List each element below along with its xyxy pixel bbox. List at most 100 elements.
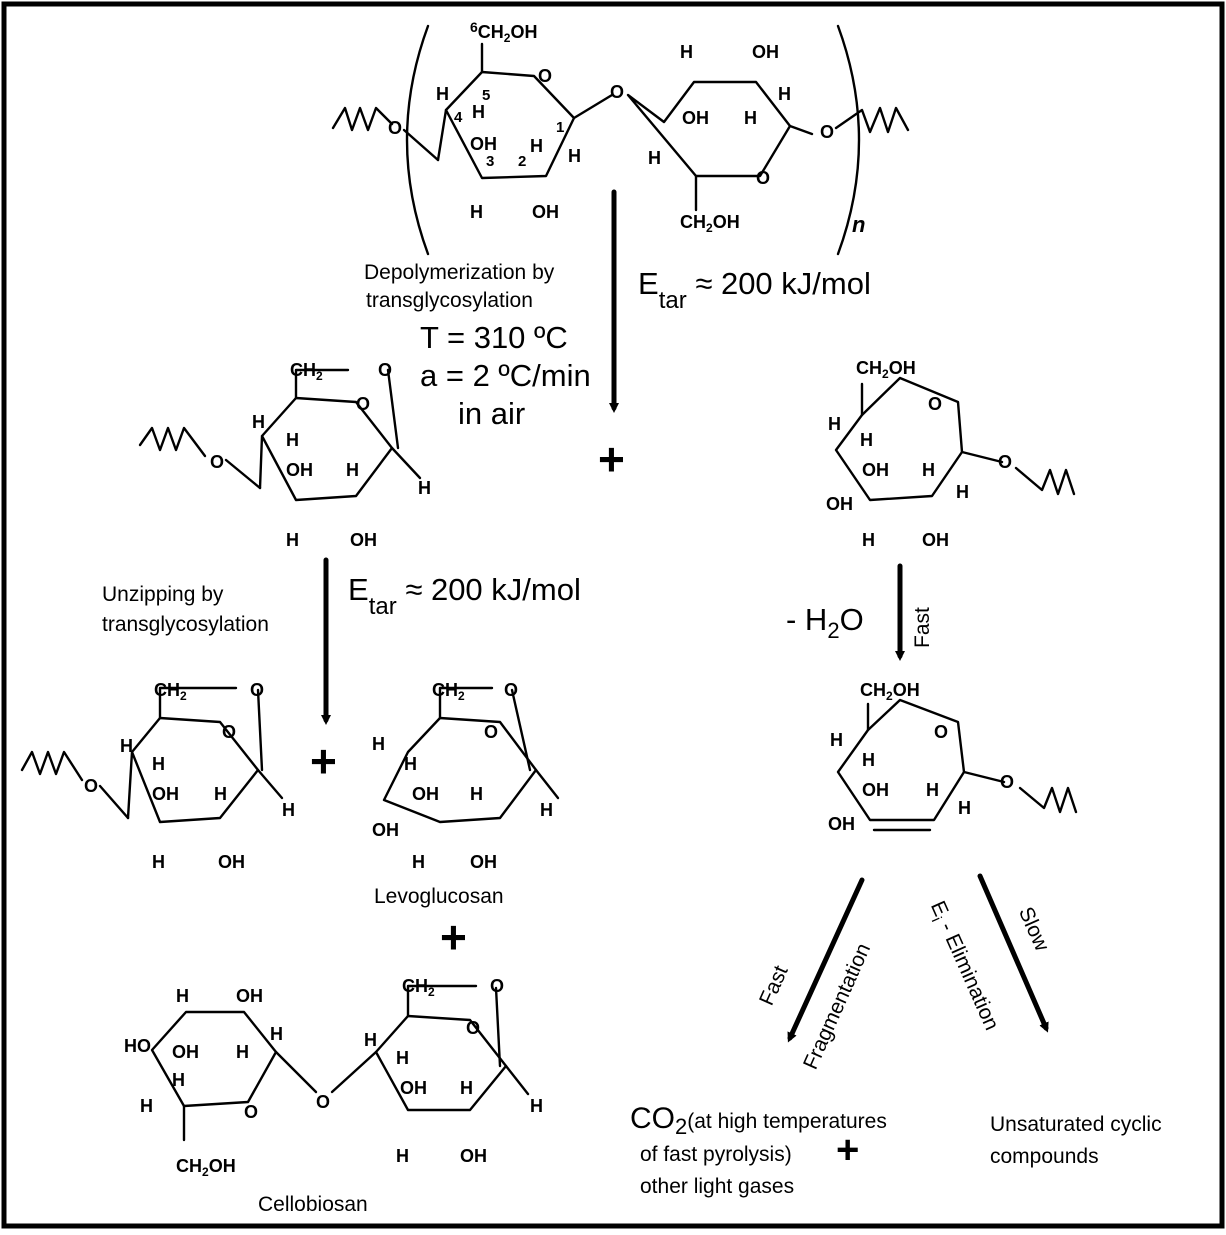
bridge-oxygen: O (250, 680, 264, 700)
atom-oh: OH (286, 460, 313, 480)
cellobiosan-structure (150, 984, 530, 1142)
ring-oxygen: O (756, 168, 770, 188)
glycosidic-oxygen: O (610, 82, 624, 102)
atom-oh: OH (412, 784, 439, 804)
atom-h: H (270, 1024, 283, 1044)
right-bracket (836, 24, 861, 256)
atom-oh: OH (470, 134, 497, 154)
bridge-oxygen: O (504, 680, 518, 700)
atom-h: H (346, 460, 359, 480)
ch2-label: CH2 (402, 976, 435, 999)
atom-h: H (396, 1048, 409, 1068)
reaction-arrows (321, 189, 1049, 1043)
atom-h: H (172, 1070, 185, 1090)
atom-oh: OH (682, 108, 709, 128)
atom-h: H (744, 108, 757, 128)
atom-h: H (214, 784, 227, 804)
ring-oxygen: O (244, 1102, 258, 1122)
fast-label-vertical: Fast (911, 607, 934, 648)
cellulose-structure (331, 24, 910, 256)
atom-oh: OH (172, 1042, 199, 1062)
atom-h: H (860, 430, 873, 450)
unzipping-label: Unzipping by (102, 583, 224, 606)
atom-oh: OH (152, 784, 179, 804)
arrow-elimination (977, 873, 1049, 1033)
repeat-n: n (852, 212, 865, 237)
atmosphere-label: in air (458, 396, 526, 431)
atom-h: H (778, 84, 791, 104)
bridge-oxygen: O (84, 776, 98, 796)
atom-h: H (470, 784, 483, 804)
atom-oh: OH (826, 494, 853, 514)
atom-ho: HO (124, 1036, 151, 1056)
atom-oh: OH (862, 460, 889, 480)
atom-oh: OH (862, 780, 889, 800)
co2-note-2: of fast pyrolysis) (640, 1143, 792, 1166)
temperature-label: T = 310 ºC (420, 320, 568, 355)
ring-oxygen: O (466, 1018, 480, 1038)
carbon-4-label: 4 (454, 109, 463, 126)
atom-oh: OH (400, 1078, 427, 1098)
atom-h: H (926, 780, 939, 800)
atom-oh: OH (532, 202, 559, 222)
ch2oh-label: CH2OH (176, 1156, 236, 1179)
heating-rate-label: a = 2 ºC/min (420, 358, 591, 393)
atom-h: H (648, 148, 661, 168)
carbon-1-label: 1 (556, 119, 564, 136)
cellobiosan-label: Cellobiosan (258, 1193, 368, 1216)
carbon-6-label: 6CH2OH (470, 19, 537, 45)
ch2oh-label: CH2OH (856, 358, 916, 381)
levoglucosan-structure (382, 686, 560, 824)
atom-h: H (176, 986, 189, 1006)
atom-h: H (540, 800, 553, 820)
unsaturated-label-2: compounds (990, 1145, 1099, 1168)
atom-oh: OH (372, 820, 399, 840)
atom-h: H (418, 478, 431, 498)
ch2-label: CH2 (290, 360, 323, 383)
levoglucosan-label: Levoglucosan (374, 885, 504, 908)
ring-oxygen: O (222, 722, 236, 742)
atom-oh: OH (218, 852, 245, 872)
dehydrated-structure (836, 698, 1078, 832)
atom-h: H (830, 730, 843, 750)
product-left-structure (20, 686, 284, 824)
atom-h: H (404, 754, 417, 774)
light-gases-label: other light gases (640, 1175, 795, 1198)
atom-h: H (396, 1146, 409, 1166)
atom-oh: OH (350, 530, 377, 550)
bridge-oxygen: O (490, 976, 504, 996)
atom-h: H (922, 460, 935, 480)
atom-h: H (958, 798, 971, 818)
ring-oxygen: O (538, 66, 552, 86)
atom-h: H (372, 734, 385, 754)
bridge-oxygen: O (210, 452, 224, 472)
atom-h: H (530, 136, 543, 156)
bridge-oxygen: O (388, 118, 402, 138)
atom-h: H (252, 412, 265, 432)
unsaturated-label-1: Unsaturated cyclic (990, 1113, 1162, 1136)
atom-h: H (282, 800, 295, 820)
transglycosylation-label: transglycosylation (366, 289, 533, 312)
plus-sign: + (310, 735, 337, 787)
atom-oh: OH (828, 814, 855, 834)
atom-h: H (460, 1078, 473, 1098)
atom-h: H (152, 852, 165, 872)
atom-h: H (364, 1030, 377, 1050)
plus-sign: + (836, 1128, 860, 1172)
bridge-oxygen: O (1000, 772, 1014, 792)
atom-oh: OH (460, 1146, 487, 1166)
atom-oh: OH (236, 986, 263, 1006)
ring-oxygen: O (934, 722, 948, 742)
ring-oxygen: O (928, 394, 942, 414)
ch2oh-label: CH2OH (860, 680, 920, 703)
glycosidic-oxygen: O (316, 1092, 330, 1112)
atom-h: H (286, 530, 299, 550)
co2-label: CO2(at high temperatures (630, 1102, 887, 1139)
ch2-label: CH2 (154, 680, 187, 703)
atom-h: H (412, 852, 425, 872)
atom-h: H (470, 202, 483, 222)
atom-h: H (140, 1096, 153, 1116)
